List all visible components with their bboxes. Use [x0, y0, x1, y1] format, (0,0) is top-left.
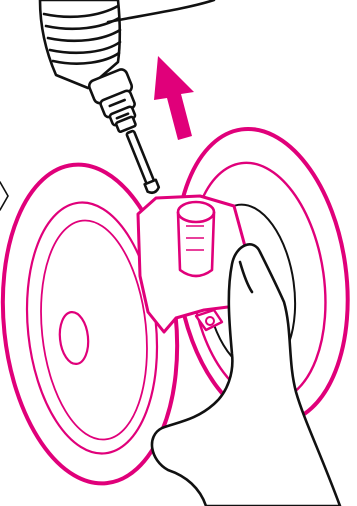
callout-chevron-icon: [0, 182, 8, 210]
removal-arrow: [154, 56, 194, 140]
